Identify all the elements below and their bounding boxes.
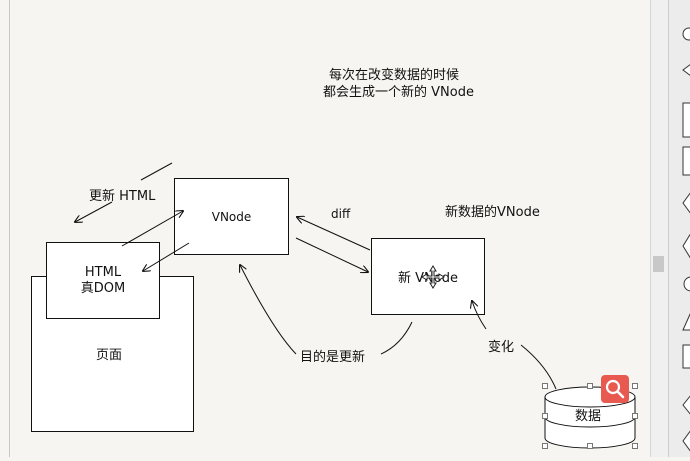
canvas-left-rule	[9, 0, 10, 457]
resize-handle-tr[interactable]	[632, 383, 638, 389]
resize-handle-tc[interactable]	[587, 383, 593, 389]
database-label: 数据	[575, 409, 602, 424]
real-dom-label: 真DOM	[80, 280, 126, 296]
resize-handle-mr[interactable]	[632, 413, 638, 419]
update-html-arrow	[75, 201, 113, 222]
palette-rect-shape[interactable]	[682, 102, 690, 138]
new-vnode-box[interactable]: 新 VNode	[371, 238, 485, 315]
update-html-label: 更新 HTML	[89, 189, 156, 204]
page-label: 页面	[96, 348, 123, 363]
diagram-canvas[interactable]: 每次在改变数据的时候 都会生成一个新的 VNode 更新 HTML diff 新…	[0, 0, 650, 457]
change-connector-lower	[520, 344, 557, 390]
vnode-box[interactable]: VNode	[174, 178, 289, 255]
palette-triangle-shape[interactable]	[682, 312, 690, 331]
palette-shapes	[682, 27, 690, 452]
vnode-label: VNode	[211, 209, 252, 224]
resize-handle-ml[interactable]	[542, 413, 548, 419]
palette-process-shape[interactable]	[682, 344, 690, 369]
resize-handle-bl[interactable]	[542, 443, 548, 449]
search-icon	[605, 379, 625, 399]
purpose-connector	[380, 321, 413, 355]
palette-hexagon-shape[interactable]	[682, 233, 690, 259]
palette-narrow-rect-shape[interactable]	[682, 146, 690, 176]
html-real-dom-box[interactable]: HTML 真DOM	[46, 242, 160, 319]
palette-callout-shape[interactable]	[682, 430, 690, 452]
dom-to-vnode-arrow	[121, 211, 183, 247]
palette-chevron-shape[interactable]	[682, 192, 690, 214]
purpose-label: 目的是更新	[300, 350, 366, 365]
diff-arrow-forward	[295, 237, 368, 272]
new-data-vnode-label: 新数据的VNode	[445, 205, 540, 220]
palette-arrow-shape[interactable]	[682, 64, 690, 76]
move-cursor-icon	[421, 265, 445, 289]
resize-handle-tl[interactable]	[542, 383, 548, 389]
resize-handle-bc[interactable]	[587, 443, 593, 449]
palette-diamond-shape[interactable]	[682, 395, 690, 415]
resize-handle-br[interactable]	[632, 443, 638, 449]
shape-palette	[668, 0, 690, 457]
note-line-1: 每次在改变数据的时候	[329, 68, 460, 83]
vnode-to-dom-arrow	[143, 242, 190, 271]
palette-circle-shape[interactable]	[682, 27, 690, 41]
update-html-line	[140, 162, 173, 181]
html-label: HTML	[84, 264, 122, 280]
diff-arrow-back	[297, 217, 371, 251]
change-arrow	[472, 301, 487, 330]
vertical-scrollbar[interactable]	[650, 0, 669, 457]
zoom-button[interactable]	[601, 375, 629, 403]
note-line-2: 都会生成一个新的 VNode	[323, 85, 474, 100]
scrollbar-thumb[interactable]	[653, 256, 664, 272]
palette-ellipse-shape[interactable]	[683, 276, 690, 292]
purpose-arrow	[240, 265, 297, 355]
diff-label: diff	[331, 207, 351, 221]
change-label: 变化	[488, 340, 515, 355]
connector-lines	[0, 162, 636, 449]
